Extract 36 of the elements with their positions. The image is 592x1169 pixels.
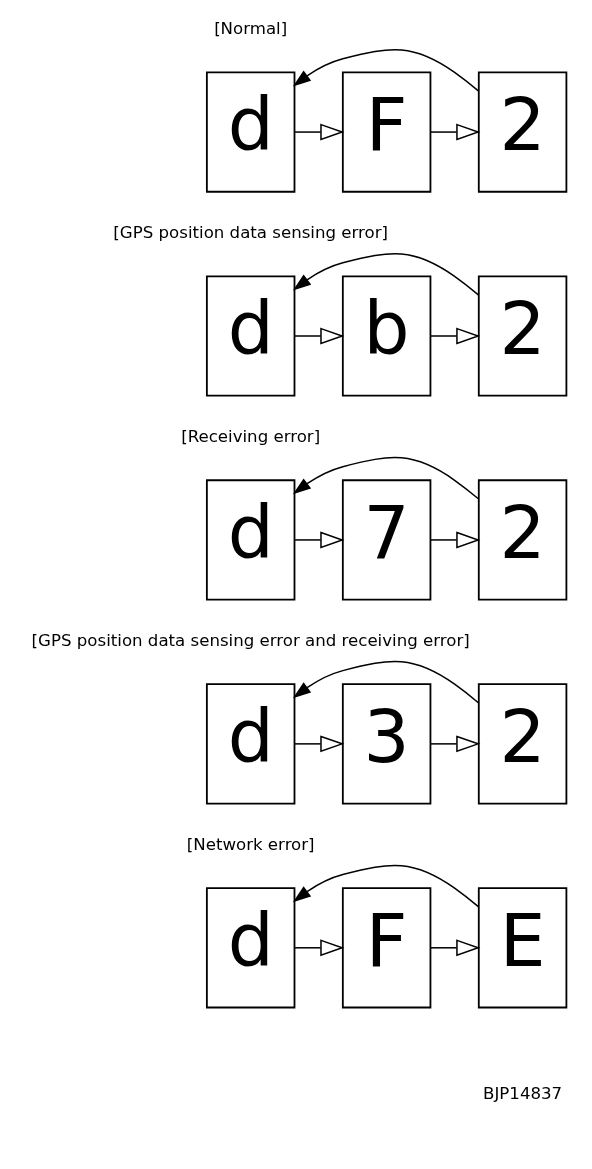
node-box: d	[205, 71, 296, 193]
node-box: 7	[341, 479, 432, 601]
node-box: d	[205, 479, 296, 601]
arrow	[292, 864, 480, 908]
arrow	[292, 456, 480, 500]
label: [GPS position data sensing error]	[113, 223, 389, 243]
arrow	[294, 531, 345, 549]
node-box: 2	[477, 479, 568, 601]
label: [GPS position data sensing error and receiving error]	[31, 631, 470, 651]
arrow	[294, 327, 345, 345]
arrow	[429, 531, 481, 549]
arrow	[294, 735, 345, 753]
arrow	[294, 939, 345, 957]
node-box: d	[205, 887, 296, 1009]
node-box: 2	[477, 275, 568, 397]
label: BJP14837	[483, 1083, 563, 1103]
node-box: 2	[477, 71, 568, 193]
node-box: F	[341, 71, 432, 193]
node-box: F	[341, 887, 432, 1009]
node-box: d	[205, 275, 296, 397]
node-box: 2	[477, 683, 568, 805]
label: [Network error]	[186, 835, 315, 855]
label: [Receiving error]	[181, 427, 321, 447]
arrow	[429, 327, 481, 345]
node-box: E	[477, 887, 568, 1009]
arrow	[292, 660, 480, 704]
arrow	[429, 735, 481, 753]
arrow	[292, 252, 480, 296]
arrow	[429, 939, 481, 957]
arrow	[429, 123, 481, 141]
node-box: b	[341, 275, 432, 397]
node-box: 3	[341, 683, 432, 805]
label: [Normal]	[214, 19, 288, 39]
arrow	[294, 123, 345, 141]
arrow	[292, 48, 480, 92]
node-box: d	[205, 683, 296, 805]
